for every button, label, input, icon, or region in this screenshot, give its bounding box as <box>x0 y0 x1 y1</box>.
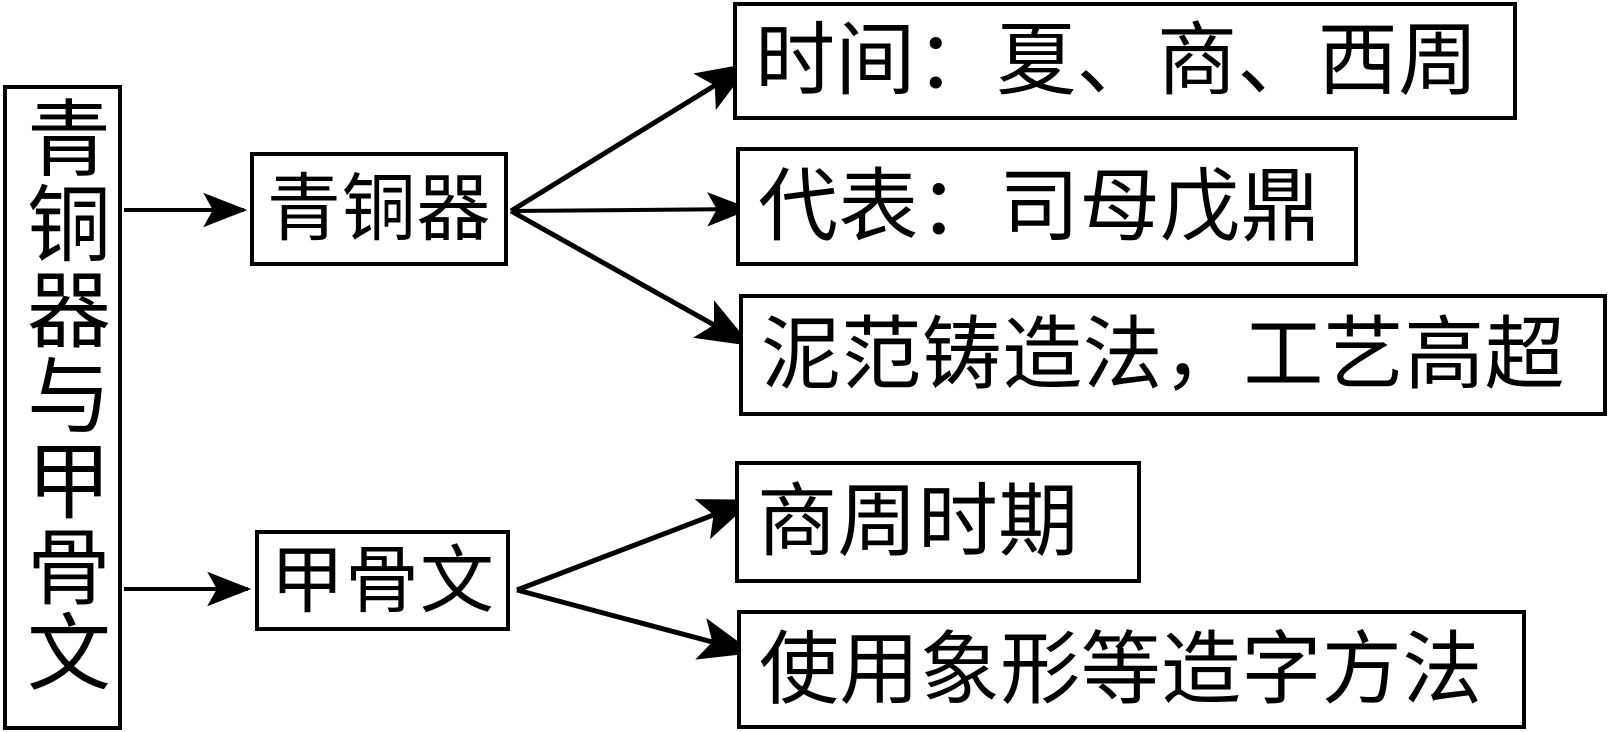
edge-jiaguwen-to-shangzhou <box>516 498 754 593</box>
node-leaf-shijian-xia-shang-xizhou[interactable]: 时间：夏、商、西周 <box>733 2 1517 120</box>
node-leaf-daibiao-simuwuding[interactable]: 代表：司母戊鼎 <box>736 147 1358 266</box>
node-root-qingtongqi-yu-jiaguwen[interactable]: 青铜器与甲骨文 <box>3 85 122 730</box>
node-leaf-shiyong-xiangxing[interactable]: 使用象形等造字方法 <box>737 610 1526 729</box>
edge-qingtongqi-to-nifan <box>509 208 752 347</box>
edge-qingtongqi-to-shijian <box>509 62 752 214</box>
node-leaf-nifan-zhuzaofa[interactable]: 泥范铸造法，工艺高超 <box>739 294 1607 416</box>
node-branch-qingtongqi[interactable]: 青铜器 <box>250 152 508 266</box>
edge-qingtongqi-to-daibiao <box>510 192 752 227</box>
edge-jiaguwen-to-xiangxing <box>516 587 754 660</box>
node-branch-jiaguwen[interactable]: 甲骨文 <box>255 530 510 631</box>
node-leaf-shangzhou-shiqi[interactable]: 商周时期 <box>735 461 1141 583</box>
